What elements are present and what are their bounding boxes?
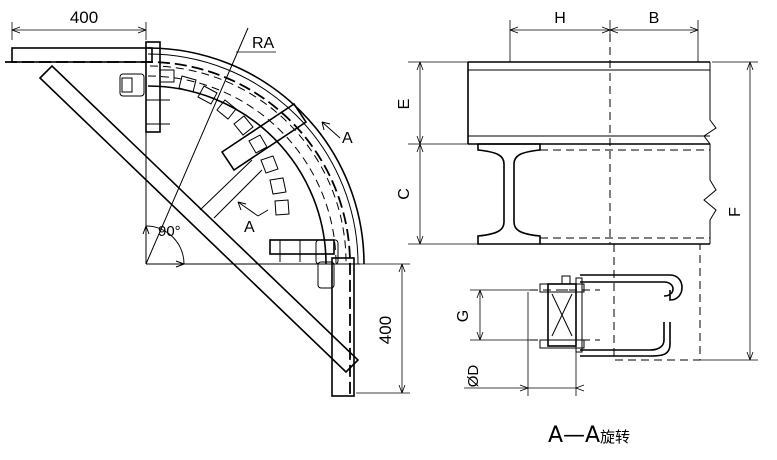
- dim-right-400: [356, 263, 410, 394]
- section-mark-lower: [237, 201, 269, 217]
- dim-d-label: ØD: [465, 365, 482, 388]
- caption-rotate: 旋转: [600, 428, 630, 446]
- dim-right-label: 400: [376, 316, 395, 344]
- break-line: [703, 62, 717, 244]
- angle-label: 90°: [158, 223, 181, 240]
- dim-e-c: [408, 61, 478, 245]
- track-centerline: [5, 61, 351, 396]
- dim-top-400: [11, 22, 147, 40]
- section-mark-upper: [321, 121, 341, 139]
- support-bracket-right: [269, 239, 335, 255]
- radius-line: [145, 27, 249, 265]
- trolley-chain: [119, 65, 347, 289]
- dim-f-label: F: [727, 207, 744, 217]
- dim-f: [700, 61, 758, 361]
- section-label-upper: A: [342, 130, 353, 147]
- section-label-lower: A: [244, 219, 255, 236]
- dim-g-label: G: [455, 310, 472, 322]
- dim-d: [464, 292, 585, 396]
- dim-g: [470, 289, 530, 341]
- i-beam-profile: [477, 143, 541, 245]
- outer-rail-arc-inner: [147, 53, 359, 265]
- curve-plan-view: 400 400 RA 90° A A: [5, 8, 410, 397]
- dim-e-label: E: [396, 99, 413, 110]
- diagonal-tie-beam: [38, 64, 360, 374]
- caption-section: A—A: [548, 423, 600, 448]
- dim-h-b: [509, 20, 699, 62]
- top-straight-rail: [11, 47, 153, 63]
- trolley-hook-assembly: [530, 244, 701, 361]
- bottom-straight-rail: [331, 257, 355, 397]
- dim-top-label: 400: [70, 8, 98, 27]
- support-bracket-diagonal: [220, 102, 308, 172]
- dim-h-label: H: [554, 10, 566, 27]
- radius-label: RA: [252, 35, 275, 52]
- inner-dashed-arc: [147, 75, 337, 265]
- outer-rail-arc: [147, 47, 365, 265]
- section-a-a-view: H B E C F G: [396, 10, 758, 396]
- angle-arc: [145, 225, 185, 265]
- dim-c-label: C: [396, 188, 413, 200]
- dim-b-label: B: [649, 10, 660, 27]
